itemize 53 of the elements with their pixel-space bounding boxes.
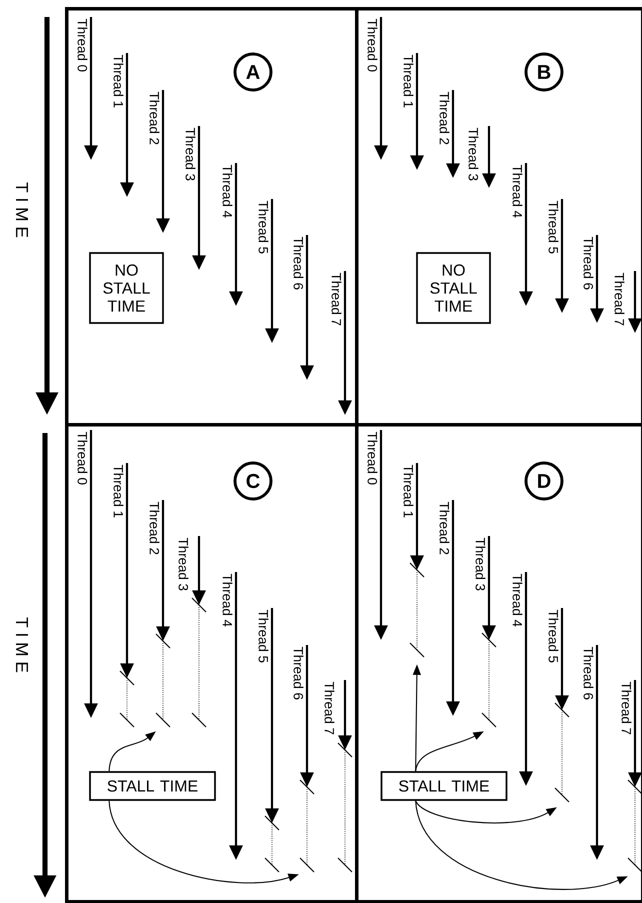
thread-label: Thread 4 [512, 574, 522, 627]
thread-label: Thread 2 [150, 502, 160, 554]
panel-letter: C [234, 462, 272, 500]
thread-label: Thread 2 [440, 92, 450, 144]
panel-letter: B [524, 52, 564, 92]
thread-label: Thread 5 [548, 610, 558, 662]
panel-letter: A [234, 52, 272, 92]
thread-label: Thread 5 [258, 200, 268, 254]
stall-marker [264, 816, 280, 872]
thread-label: Thread 3 [178, 538, 188, 590]
thread-label: Thread 7 [324, 682, 334, 734]
thread-label: Thread 0 [78, 18, 88, 72]
thread-label: Thread 2 [440, 502, 450, 554]
thread-label: Thread 1 [114, 464, 124, 518]
thread-label: Thread 3 [468, 128, 478, 180]
label-box: NO STALL TIME [89, 252, 164, 324]
thread-label: Thread 5 [548, 200, 558, 254]
thread-label: Thread 7 [622, 682, 632, 734]
stall-marker [156, 634, 170, 728]
stall-marker [338, 742, 352, 872]
label-box: STALL TIME [380, 771, 508, 801]
thread-label: Thread 3 [476, 538, 486, 590]
thread-label: Thread 2 [150, 92, 160, 144]
axis-label: T I M E [16, 617, 28, 672]
thread-label: Thread 4 [222, 574, 232, 627]
thread-label: Thread 6 [584, 236, 594, 290]
stall-marker [120, 670, 134, 728]
thread-label: Thread 1 [404, 464, 414, 518]
stall-marker [300, 780, 314, 872]
thread-label: Thread 0 [368, 432, 378, 484]
thread-label: Thread 4 [512, 164, 522, 218]
thread-label: Thread 0 [78, 432, 88, 484]
thread-label: Thread 0 [368, 18, 378, 72]
thread-label: Thread 5 [258, 610, 268, 662]
thread-label: Thread 7 [614, 272, 624, 326]
stall-marker [192, 598, 206, 728]
stall-marker [628, 780, 642, 872]
thread-label: Thread 6 [584, 646, 594, 700]
thread-label: Thread 6 [294, 236, 304, 290]
axis-label: T I M E [16, 182, 28, 238]
thread-label: Thread 6 [294, 646, 304, 700]
thread-label: Thread 1 [404, 54, 414, 108]
label-box: STALL TIME [89, 771, 216, 801]
thread-label: Thread 3 [186, 128, 196, 180]
thread-label: Thread 1 [114, 54, 124, 108]
stall-marker [482, 632, 496, 728]
thread-label: Thread 4 [222, 164, 232, 218]
panel-letter: D [524, 462, 564, 500]
stall-marker [410, 562, 424, 658]
thread-label: Thread 7 [332, 272, 342, 326]
panel-frame [355, 423, 642, 903]
label-box: NO STALL TIME [416, 252, 491, 324]
stall-marker [554, 702, 570, 802]
